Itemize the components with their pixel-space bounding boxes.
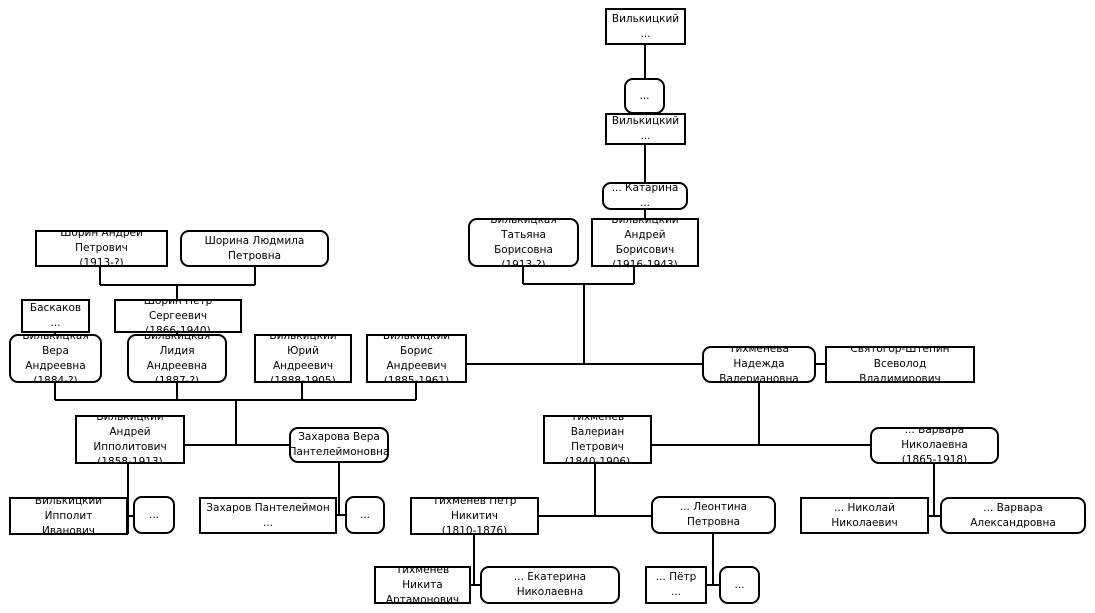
person-dates: (1866-1940) [145,324,211,333]
person-name: Шорина Людмила Петровна [204,234,305,262]
person-box-p32[interactable]: ... [719,566,760,604]
person-box-p13[interactable]: Вилькицкий Юрий Андреевич (1888-1905) [254,334,352,383]
person-name: ... Леонтина Петровна [679,501,748,528]
person-box-p22[interactable]: ... [133,496,175,534]
person-name: Баскаков ... [29,302,82,329]
person-name: Вилькицкий ... [611,12,680,40]
person-name: Захарова Вера Пантелеймоновна [289,431,389,458]
person-box-p25[interactable]: Тихменев Пётр Никитич (1810-1876) [410,497,539,535]
person-box-p30[interactable]: ... Екатерина Николаевна [480,566,620,604]
person-box-p12[interactable]: Вилькицкая Лидия Андреевна (1887-?) [127,334,227,383]
person-box-p10[interactable]: Шорин Пётр Сергеевич (1866-1940) [114,299,242,333]
person-name: Вилькицкая Лидия Андреевна [143,334,211,372]
person-name: ... [148,508,159,521]
person-box-p17[interactable]: Вилькицкий Андрей Ипполитович (1858-1913) [75,415,185,464]
person-box-p6[interactable]: Вилькицкий Андрей Борисович (1916-1943) [591,218,699,267]
person-name: Шорин Андрей Петрович [60,230,143,254]
person-box-p26[interactable]: ... Леонтина Петровна [651,496,776,534]
person-dates: (1888-1905) [270,374,336,383]
person-box-p31[interactable]: ... Пётр ... [645,566,707,604]
person-box-p9[interactable]: Баскаков ... [21,299,90,333]
person-box-p20[interactable]: ... Варвара Николаевна (1865-1918) [870,427,999,464]
person-name: Тихменев Пётр Никитич [432,497,517,522]
person-dates: (1916-1943) [612,258,678,267]
person-box-p1[interactable]: Вилькицкий ... [605,8,686,45]
person-dates: (1858-1913) [97,455,163,464]
person-name: Вилькицкий Андрей Борисович [611,218,679,256]
person-dates: (1885-1961) [383,374,450,383]
person-name: Вилькицкий Андрей Ипполитович [93,415,167,453]
person-box-p27[interactable]: ... Николай Николаевич [800,497,929,534]
person-name: Вилькицкий ... [611,115,680,142]
person-name: ... Катарина ... [611,182,679,209]
person-name: Захаров Пантелеймон ... [206,501,330,529]
person-dates: (1810-1876) [441,524,508,535]
person-name: ... Варвара Николаевна [901,427,968,451]
person-name: Вилькицкий Борис Андреевич [382,334,451,372]
person-name: Тихменев Никита Артамонович [385,566,460,604]
person-box-p24[interactable]: ... [345,496,385,534]
person-box-p28[interactable]: ... Варвара Александровна [940,497,1086,534]
person-box-p3[interactable]: Вилькицкий ... [605,113,686,145]
person-dates: (1913-?) [79,257,124,267]
person-box-p4[interactable]: ... Катарина ... [602,182,688,210]
person-name: Вилькицкая Вера Андреевна [22,334,89,372]
person-name: ... Екатерина Николаевна [513,571,587,598]
person-name: ... Варвара Александровна [970,501,1056,529]
person-name: Вилькицкий Юрий Андреевич [269,334,337,372]
person-dates: (1913-?) [501,258,546,267]
person-dates: (1865-1918) [901,454,968,464]
person-box-p5[interactable]: Вилькицкая Татьяна Борисовна (1913-?) [468,218,579,267]
person-name: Шорин Пётр Сергеевич [143,299,213,322]
person-name: ... Николай Николаевич [831,501,898,529]
person-dates: (1887-?) [154,374,200,383]
person-dates: (1884-?) [33,374,78,383]
person-name: ... [734,578,745,591]
person-box-p15[interactable]: Тихменева Надежда Валериановна [702,346,816,383]
person-name: Тихменева Надежда Валериановна [719,346,799,383]
person-box-p18[interactable]: Захарова Вера Пантелеймоновна [289,427,389,463]
person-name: Вилькицкая Татьяна Борисовна [490,218,557,256]
person-box-p21[interactable]: Вилькицкий Ипполит Иванович [9,497,128,535]
person-box-p23[interactable]: Захаров Пантелеймон ... [199,497,337,534]
person-box-p29[interactable]: Тихменев Никита Артамонович [374,566,471,604]
person-box-p2[interactable]: ... [624,78,665,114]
person-box-p14[interactable]: Вилькицкий Борис Андреевич (1885-1961) [366,334,467,383]
person-name: ... Пётр ... [655,571,697,598]
person-name: ... [359,508,370,521]
person-name: Тихменев Валериан Петрович [570,415,625,453]
person-name: ... [639,89,650,102]
person-name: Вилькицкий Ипполит Иванович [34,497,103,535]
person-box-p19[interactable]: Тихменев Валериан Петрович (1840-1906) [543,415,652,464]
person-box-p8[interactable]: Шорина Людмила Петровна [180,230,329,267]
person-box-p7[interactable]: Шорин Андрей Петрович (1913-?) [35,230,168,267]
person-box-p16[interactable]: Святогор-Штепин Всеволод Владимирович [825,346,975,383]
person-dates: (1840-1906) [564,455,631,464]
person-box-p11[interactable]: Вилькицкая Вера Андреевна (1884-?) [9,334,102,383]
person-name: Святогор-Штепин Всеволод Владимирович [850,346,950,383]
